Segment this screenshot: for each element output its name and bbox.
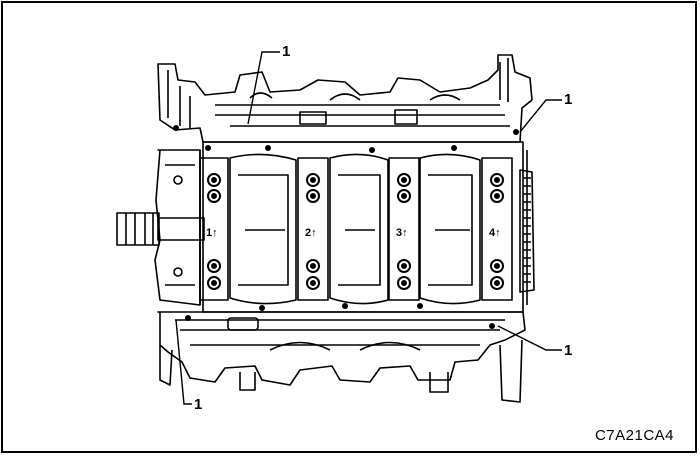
cap-label-3: 3↑ [396,227,408,239]
leader-bottom-left [175,319,192,405]
crank-throws [229,153,481,305]
figure-code: C7A21CA4 [594,427,674,444]
callout-leaders [175,51,562,405]
lower-casting-outline [157,311,526,386]
main-bearing-caps [199,157,513,301]
upper-casting-outline [157,54,533,143]
callout-1-top-right: 1 [564,91,573,108]
front-cover [154,149,201,306]
cap-label-1: 1↑ [206,227,218,239]
leader-top-left [247,51,280,125]
crankshaft-snout [116,212,160,246]
leader-bottom-right [497,325,562,351]
cap-label-4: 4↑ [489,227,501,239]
bearing-cap-labels: 1↑ 2↑ 3↑ 4↑ [206,227,501,239]
reluctor-ring [519,169,535,293]
callout-1-bottom-right: 1 [564,342,573,359]
callout-1-bottom-left: 1 [194,396,203,413]
callout-1-top-left: 1 [282,43,291,60]
leader-top-right [519,99,562,133]
bedplate-perimeter-bolts [173,125,519,329]
cap-label-2: 2↑ [305,227,317,239]
bedplate-frame [202,141,524,313]
main-bearing-bolts [207,173,504,290]
